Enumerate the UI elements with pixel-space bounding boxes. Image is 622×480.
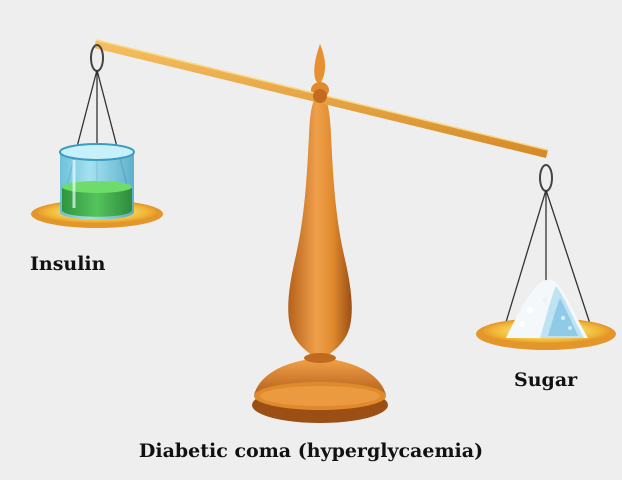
sugar-label: Sugar <box>514 369 577 391</box>
diagram-caption: Diabetic coma (hyperglycaemia) <box>0 440 622 462</box>
insulin-label: Insulin <box>30 253 105 275</box>
right-pan-assembly <box>476 165 616 350</box>
insulin-beaker-icon <box>60 144 134 220</box>
sugar-pile-icon <box>506 280 588 338</box>
scale-base <box>252 358 388 423</box>
left-pan-assembly <box>31 45 163 228</box>
